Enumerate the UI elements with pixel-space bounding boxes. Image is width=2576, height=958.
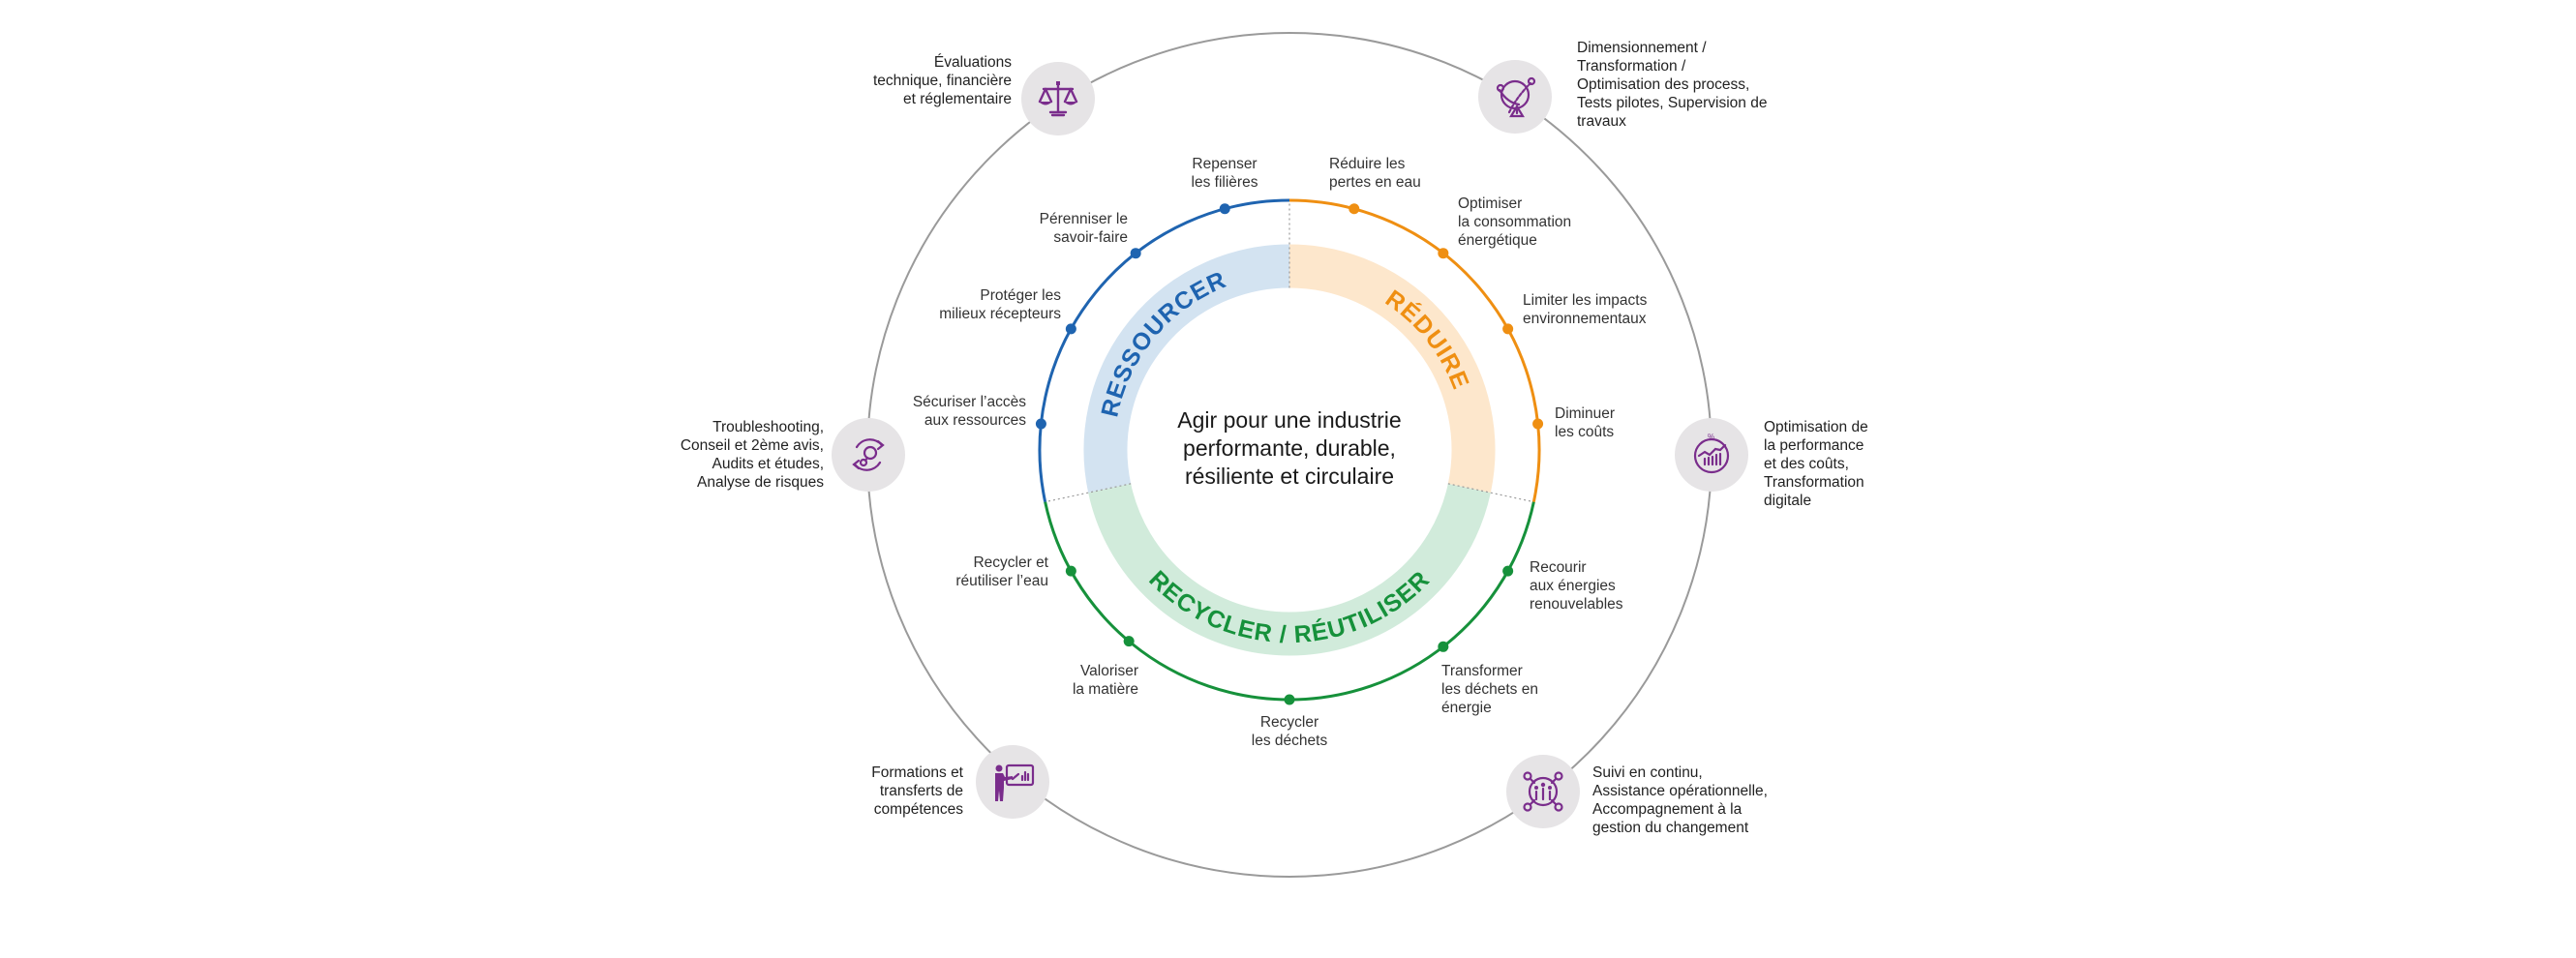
center-title: Agir pour une industrie performante, dur… bbox=[1177, 407, 1402, 489]
action-dot-ressourcer bbox=[1219, 203, 1230, 215]
action-dot-recycler bbox=[1502, 565, 1514, 577]
team-monitoring-icon bbox=[1523, 771, 1563, 812]
action-label-optimiser-consommation: Optimiser la consommation énergétique bbox=[1458, 195, 1572, 249]
service-label-process: Dimensionnement / Transformation / Optim… bbox=[1577, 40, 1768, 130]
action-dots bbox=[1035, 203, 1544, 705]
action-dot-recycler bbox=[1123, 636, 1135, 647]
troubleshooting-cycle-icon bbox=[852, 438, 885, 471]
service-icon-disc-training bbox=[976, 745, 1049, 819]
action-dot-ressourcer bbox=[1065, 323, 1076, 335]
band-reduire bbox=[1288, 244, 1496, 494]
service-icon-disc-monitoring bbox=[1506, 755, 1580, 828]
action-dot-recycler bbox=[1438, 641, 1449, 652]
action-dot-ressourcer bbox=[1035, 418, 1046, 430]
action-dot-ressourcer bbox=[1130, 248, 1141, 259]
action-dot-recycler bbox=[1284, 694, 1295, 705]
service-label-monitoring: Suivi en continu, Assistance opérationne… bbox=[1592, 764, 1768, 836]
action-label-recycler-dechets: Recycler les déchets bbox=[1251, 714, 1328, 749]
training-presentation-icon bbox=[995, 763, 1035, 801]
section-dividers bbox=[1045, 200, 1534, 503]
action-label-valoriser-matiere: Valoriser la matière bbox=[1072, 663, 1138, 698]
action-dot-recycler bbox=[1065, 565, 1076, 577]
service-label-performance: Optimisation de la performance et des co… bbox=[1764, 419, 1868, 509]
action-dot-reduire bbox=[1532, 418, 1544, 430]
service-icon-disc-performance: % bbox=[1675, 418, 1748, 492]
section-divider bbox=[1045, 483, 1132, 503]
band-ressourcer bbox=[1083, 244, 1290, 494]
section-bands bbox=[1083, 244, 1496, 656]
service-label-troubleshooting: Troubleshooting, Conseil et 2ème avis, A… bbox=[680, 419, 824, 491]
action-label-securiser-ressources: Sécuriser l’accès aux ressources bbox=[912, 394, 1026, 429]
section-divider bbox=[1447, 483, 1534, 503]
action-label-perenniser-savoir-faire: Pérenniser le savoir-faire bbox=[1039, 211, 1128, 246]
action-label-repenser-filieres: Repenser les filières bbox=[1191, 156, 1258, 191]
action-label-proteger-milieux: Protéger les milieux récepteurs bbox=[939, 287, 1061, 322]
action-dot-reduire bbox=[1438, 248, 1449, 259]
action-label-recourir-energies: Recourir aux énergies renouvelables bbox=[1530, 559, 1623, 613]
action-label-reduire-pertes-eau: Réduire les pertes en eau bbox=[1329, 156, 1421, 191]
service-icon-disc-troubleshooting bbox=[832, 418, 905, 492]
action-label-recycler-eau: Recycler et réutiliser l’eau bbox=[955, 554, 1048, 589]
service-label-training: Formations et transferts de compétences bbox=[871, 764, 963, 818]
scales-icon bbox=[1038, 81, 1078, 117]
service-icon-disc-evaluations bbox=[1021, 62, 1095, 135]
action-label-diminuer-couts: Diminuer les coûts bbox=[1555, 405, 1616, 440]
service-icon-disc-process bbox=[1478, 60, 1552, 134]
performance-chart-icon: % bbox=[1693, 433, 1730, 474]
action-dot-reduire bbox=[1349, 203, 1360, 215]
action-label-transformer-dechets: Transformer les déchets en énergie bbox=[1441, 663, 1538, 716]
svg-text:%: % bbox=[1708, 433, 1714, 441]
process-optimization-icon bbox=[1496, 76, 1536, 118]
band-recycler bbox=[1088, 483, 1491, 656]
action-dot-reduire bbox=[1502, 323, 1514, 335]
service-label-evaluations: Évaluations technique, financière et rég… bbox=[872, 54, 1012, 107]
action-label-limiter-impacts: Limiter les impacts environnementaux bbox=[1523, 292, 1648, 327]
